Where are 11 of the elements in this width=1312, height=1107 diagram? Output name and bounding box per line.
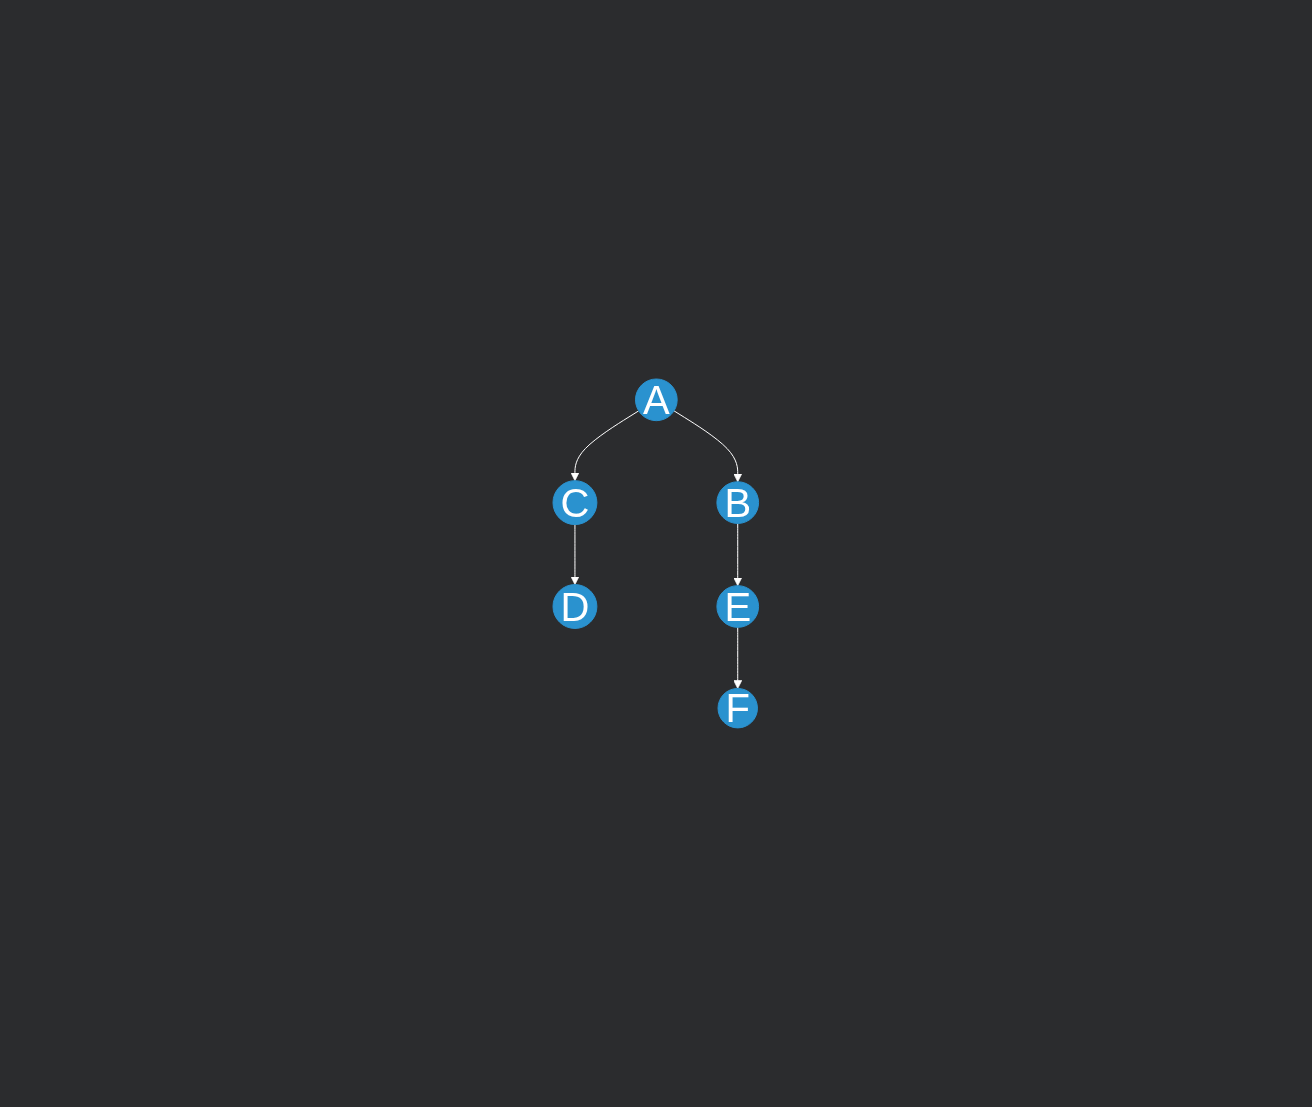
node-circle: C — [552, 479, 598, 525]
node-circle: F — [717, 687, 759, 728]
arrow — [733, 626, 743, 689]
arrow — [673, 409, 743, 482]
node-circle: A — [635, 378, 678, 421]
node-circle: E — [716, 584, 760, 628]
arrow — [570, 523, 580, 585]
arrow — [733, 522, 743, 586]
node-circle: D — [552, 583, 598, 629]
arrow — [570, 409, 640, 481]
node-circle: B — [716, 480, 760, 524]
